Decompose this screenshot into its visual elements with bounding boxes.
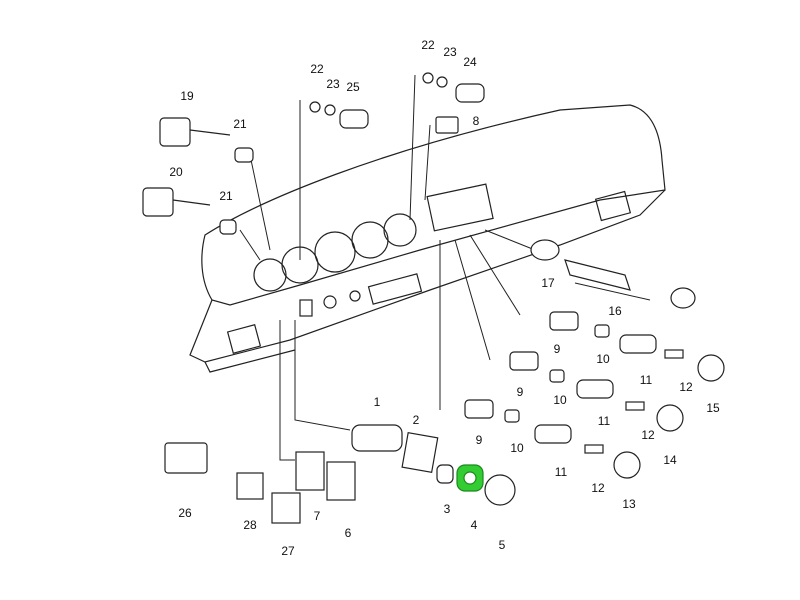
callout-p20: 20 (169, 165, 183, 179)
callout-p28: 28 (243, 518, 257, 532)
callout-p23b: 23 (443, 45, 457, 59)
part-1 (351, 424, 403, 452)
part-2 (401, 431, 439, 474)
part-7 (295, 451, 325, 491)
callout-p12b: 12 (641, 428, 655, 442)
callout-p7: 7 (313, 509, 321, 523)
callout-p25: 25 (346, 80, 360, 94)
callout-p4: 4 (470, 518, 478, 532)
callout-p16: 16 (608, 304, 622, 318)
callout-p5: 5 (498, 538, 506, 552)
callout-p3: 3 (443, 502, 451, 516)
part-28 (236, 472, 264, 500)
callout-p21b: 21 (219, 189, 233, 203)
part-21b (219, 219, 237, 235)
callout-p19a: 19 (180, 89, 194, 103)
part-19 (159, 117, 191, 147)
part-21a (234, 147, 254, 163)
part-16 (564, 259, 631, 291)
dashboard (189, 104, 666, 373)
callout-p12a: 12 (679, 380, 693, 394)
callout-p27: 27 (281, 544, 295, 558)
callout-p9b: 9 (516, 385, 524, 399)
callout-p11b: 11 (597, 414, 611, 428)
part-27 (271, 492, 301, 524)
part-6 (326, 461, 356, 501)
parts (142, 72, 725, 524)
callout-p6: 6 (344, 526, 352, 540)
callout-p21a: 21 (233, 117, 247, 131)
callout-p12c: 12 (591, 481, 605, 495)
callout-p11a: 11 (639, 373, 653, 387)
callout-p1: 1 (373, 395, 381, 409)
callout-p22b: 22 (421, 38, 435, 52)
part-17 (530, 239, 560, 261)
callout-p14: 14 (663, 453, 677, 467)
callout-p10a: 10 (596, 352, 610, 366)
callout-p8: 8 (472, 114, 480, 128)
part-3 (436, 464, 454, 484)
part-26 (164, 442, 208, 474)
callout-p17: 17 (541, 276, 555, 290)
part-8 (435, 116, 459, 134)
callout-p23a: 23 (326, 77, 340, 91)
part-5 (484, 474, 516, 506)
callout-p22a: 22 (310, 62, 324, 76)
callout-p9a: 9 (553, 342, 561, 356)
callout-p9c: 9 (475, 433, 483, 447)
callout-p10c: 10 (510, 441, 524, 455)
callout-p11c: 11 (554, 465, 568, 479)
callout-p10b: 10 (553, 393, 567, 407)
callout-p15: 15 (706, 401, 720, 415)
part-20 (142, 187, 174, 217)
callout-p24: 24 (463, 55, 477, 69)
callout-p13: 13 (622, 497, 636, 511)
leader-lines (239, 74, 651, 461)
callout-p26: 26 (178, 506, 192, 520)
callout-p2: 2 (412, 413, 420, 427)
